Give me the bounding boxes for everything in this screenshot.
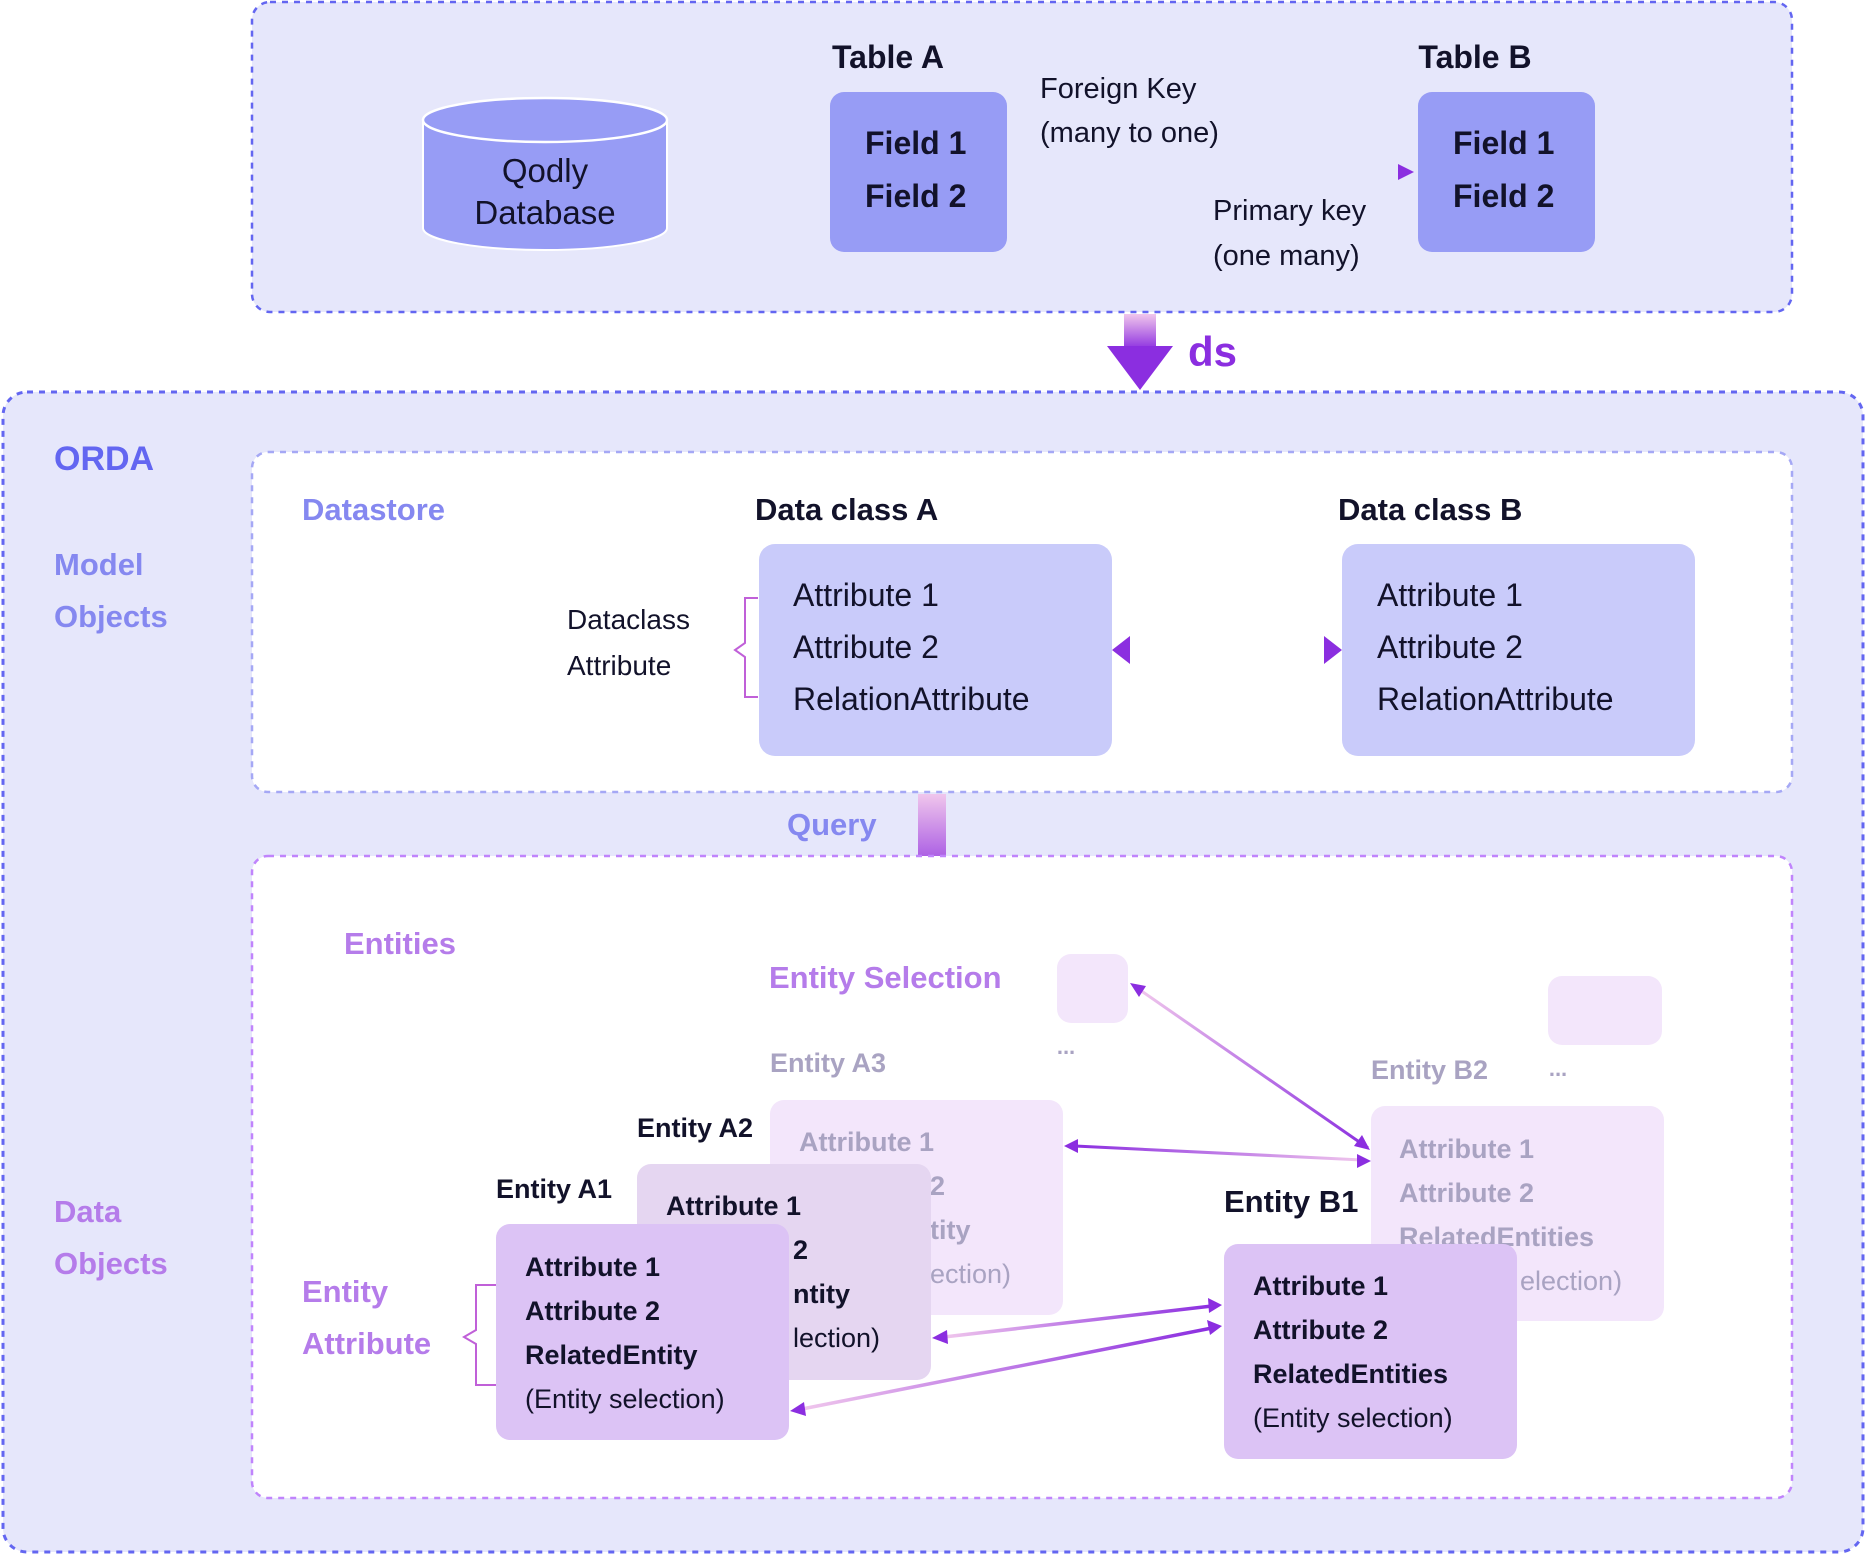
ds-arrow xyxy=(1107,314,1173,390)
entities-label: Entities xyxy=(344,926,456,961)
entity-a1-title: Entity A1 xyxy=(496,1174,612,1204)
database-label-line2: Database xyxy=(474,194,615,231)
entity-b1-attr2: Attribute 2 xyxy=(1253,1315,1388,1345)
table-b-field1: Field 1 xyxy=(1453,125,1554,161)
data-objects-line1: Data xyxy=(54,1194,122,1229)
a2-to-b1-arrow xyxy=(932,1298,1222,1344)
foreign-key-line2: (many to one) xyxy=(1040,117,1219,149)
foreign-key-line1: Foreign Key xyxy=(1040,73,1197,105)
entity-attr-line2: Attribute xyxy=(302,1326,431,1361)
table-b-title: Table B xyxy=(1418,39,1531,75)
entity-b1-box xyxy=(1224,1244,1517,1459)
data-class-a-attr2: Attribute 2 xyxy=(793,629,939,665)
database-icon xyxy=(421,96,669,251)
data-class-b-attr1: Attribute 1 xyxy=(1377,577,1523,613)
entity-a1-attr1: Attribute 1 xyxy=(525,1252,660,1282)
model-objects-line2: Objects xyxy=(54,599,168,634)
dataclass-attr-line1: Dataclass xyxy=(567,604,690,635)
entity-b1-title: Entity B1 xyxy=(1224,1184,1358,1219)
data-class-a-attr1: Attribute 1 xyxy=(793,577,939,613)
entity-b1-attr4: (Entity selection) xyxy=(1253,1403,1453,1433)
entity-a3-attr1: Attribute 1 xyxy=(799,1127,934,1157)
table-a-title: Table A xyxy=(832,39,944,75)
query-label: Query xyxy=(787,807,877,842)
table-a-field1: Field 1 xyxy=(865,125,966,161)
entity-selection-box-b xyxy=(1548,976,1662,1045)
table-a-field2: Field 2 xyxy=(865,178,966,214)
entity-attr-line1: Entity xyxy=(302,1274,389,1309)
data-objects-line2: Objects xyxy=(54,1246,168,1281)
a3-to-b2-arrow xyxy=(1064,1139,1371,1168)
model-objects-line1: Model xyxy=(54,547,144,582)
entity-b2-title: Entity B2 xyxy=(1371,1055,1488,1085)
entity-a2-attr3: ntity xyxy=(793,1279,850,1309)
primary-key-line1: Primary key xyxy=(1213,195,1367,227)
entity-selection-to-b2-arrow xyxy=(1130,983,1370,1150)
entity-a2-attr2: 2 xyxy=(793,1235,808,1265)
entity-a3-title: Entity A3 xyxy=(770,1048,886,1078)
data-class-b-attr3: RelationAttribute xyxy=(1377,681,1614,717)
table-a-box xyxy=(830,92,1007,252)
data-class-b-attr2: Attribute 2 xyxy=(1377,629,1523,665)
entity-b2-attr4: election) xyxy=(1520,1266,1622,1296)
data-class-a-attr3: RelationAttribute xyxy=(793,681,1030,717)
entity-attr-brace xyxy=(462,1284,496,1386)
orda-title: ORDA xyxy=(54,440,154,478)
primary-key-line2: (one many) xyxy=(1213,240,1360,272)
dataclass-attr-line2: Attribute xyxy=(567,650,671,681)
a1-to-b1-arrow xyxy=(790,1320,1222,1416)
table-b-box xyxy=(1418,92,1595,252)
data-class-a-title: Data class A xyxy=(755,492,938,527)
entity-b2-attr2: Attribute 2 xyxy=(1399,1178,1534,1208)
entity-b1-attr1: Attribute 1 xyxy=(1253,1271,1388,1301)
relation-arrow xyxy=(1112,636,1342,664)
entity-a-ellipsis: ... xyxy=(1057,1034,1075,1059)
entity-a3-attr2: 2 xyxy=(930,1171,945,1201)
entity-b-ellipsis: ... xyxy=(1549,1056,1567,1081)
entity-b2-attr1: Attribute 1 xyxy=(1399,1134,1534,1164)
entity-a1-attr2: Attribute 2 xyxy=(525,1296,660,1326)
data-class-b-box xyxy=(1342,544,1695,756)
entity-a1-attr3: RelatedEntity xyxy=(525,1340,698,1370)
entity-selection-box-a xyxy=(1057,954,1128,1023)
dataclass-attr-brace xyxy=(733,597,758,698)
entity-a2-attr1: Attribute 1 xyxy=(666,1191,801,1221)
entity-selection-label: Entity Selection xyxy=(769,960,1002,995)
entity-a3-attr3: tity xyxy=(930,1215,971,1245)
entity-a1-attr4: (Entity selection) xyxy=(525,1384,725,1414)
entity-a2-attr4: lection) xyxy=(793,1323,880,1353)
data-class-b-title: Data class B xyxy=(1338,492,1522,527)
datastore-label: Datastore xyxy=(302,492,445,527)
entity-b1-attr3: RelatedEntities xyxy=(1253,1359,1448,1389)
entity-a2-title: Entity A2 xyxy=(637,1113,753,1143)
entity-a1-box xyxy=(496,1224,789,1440)
data-class-a-box xyxy=(759,544,1112,756)
database-label-line1: Qodly xyxy=(502,152,589,189)
ds-label: ds xyxy=(1188,328,1237,375)
entity-a3-attr4: ection) xyxy=(930,1259,1011,1289)
table-b-field2: Field 2 xyxy=(1453,178,1554,214)
